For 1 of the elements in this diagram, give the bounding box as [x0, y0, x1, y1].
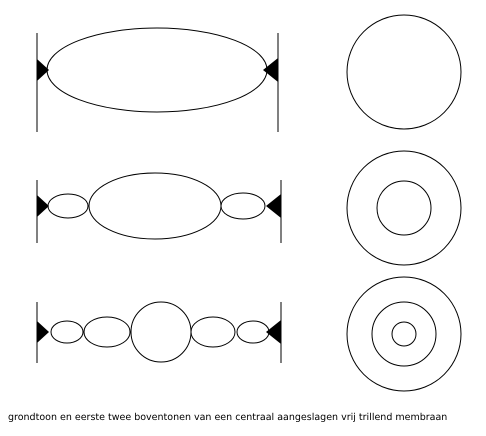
- caption: grondtoon en eerste twee boventonen van een centraal aangeslagen vrij trillend membraan: [8, 412, 448, 423]
